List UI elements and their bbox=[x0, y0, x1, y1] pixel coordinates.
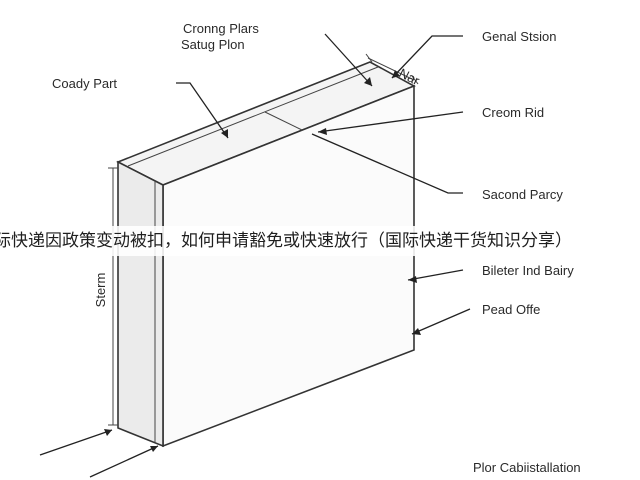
label-top-center-1: Cronng Plars bbox=[183, 21, 259, 36]
label-left-top: Coady Part bbox=[52, 76, 117, 91]
caption-banner-text: 际快递因政策变动被扣，如何申请豁免或快速放行（国际快递干货知识分享） bbox=[0, 231, 572, 251]
label-right-3: Sacond Parcy bbox=[482, 187, 563, 202]
label-top-center-2: Satug Plon bbox=[181, 37, 245, 52]
label-right-2: Creom Rid bbox=[482, 105, 544, 120]
leader-lines bbox=[39, 33, 471, 478]
dimension-side: Sterm bbox=[93, 167, 118, 426]
label-right-4: Bileter Ind Bairy bbox=[482, 263, 574, 278]
label-right-5: Pead Offe bbox=[482, 302, 540, 317]
label-right-1: Genal Stsion bbox=[482, 29, 556, 44]
caption-banner: 际快递因政策变动被扣，如何申请豁免或快速放行（国际快递干货知识分享） bbox=[0, 226, 640, 256]
label-bottom-right: Plor Cabiistallation bbox=[473, 460, 581, 475]
dimension-side-label: Sterm bbox=[93, 273, 108, 308]
